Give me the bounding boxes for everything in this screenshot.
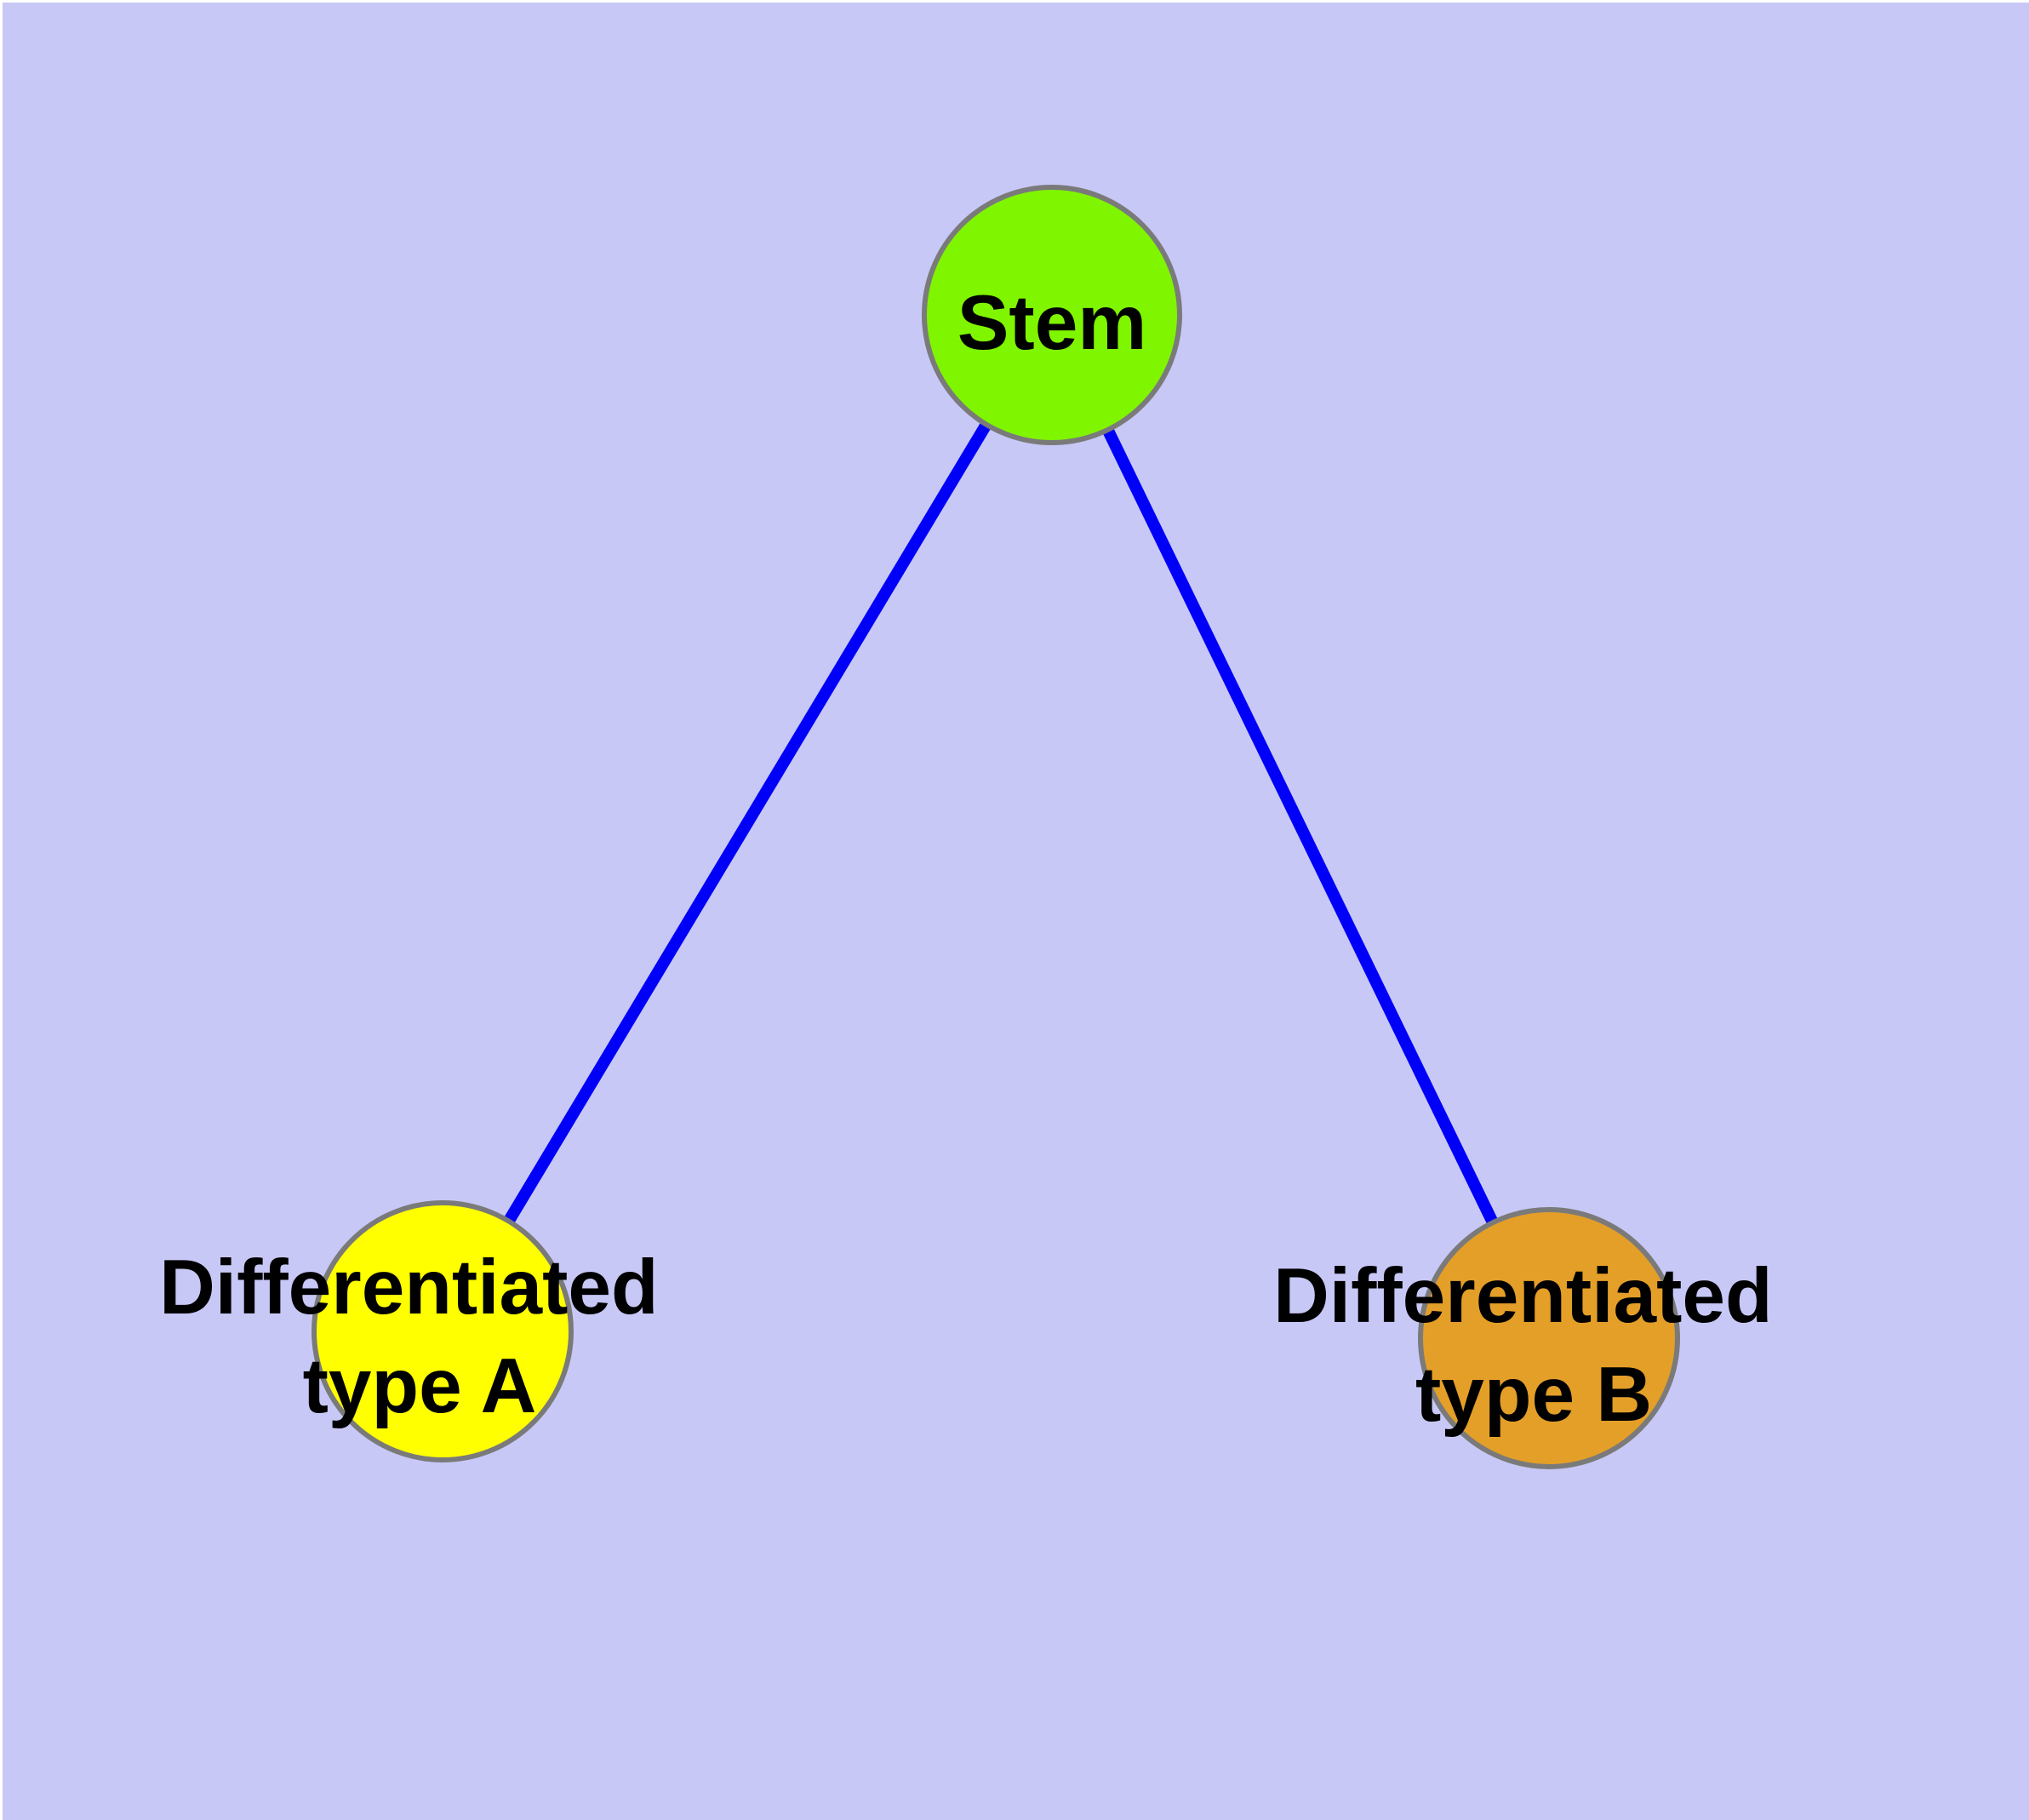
node-differentiated-type-a [311,1200,574,1462]
node-type-a-label-line1: Differentiated [159,1245,659,1331]
node-type-b-label-line2: type B [1415,1352,1652,1438]
edge-stem-to-type-a [437,312,1058,1335]
node-type-a-label: Differentiated type A [159,1245,680,1429]
node-type-b-label: Differentiated type B [1273,1253,1794,1438]
node-differentiated-type-b [1418,1207,1680,1469]
node-stem-label: Stem [957,280,1147,366]
node-stem [922,185,1182,445]
edge-stem-to-type-b [1046,312,1555,1342]
node-type-b-label-line1: Differentiated [1273,1253,1773,1339]
node-type-a-label-line2: type A [303,1343,537,1429]
